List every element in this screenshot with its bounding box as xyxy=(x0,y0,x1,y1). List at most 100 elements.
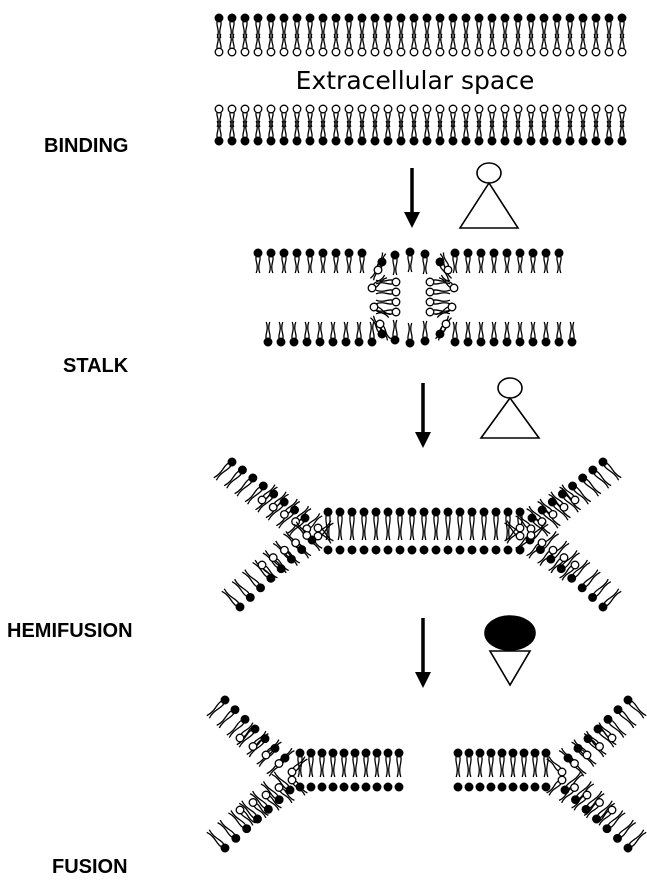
lipid-molecule xyxy=(526,13,536,39)
lipid-molecule xyxy=(528,321,538,347)
lipid-molecule xyxy=(383,507,393,541)
lipid-molecule xyxy=(431,545,441,555)
lipid-molecule xyxy=(486,748,496,778)
lipid-molecule xyxy=(467,545,477,555)
lipid-molecule xyxy=(489,321,499,347)
lipid-molecule xyxy=(375,297,401,307)
lipid-molecule xyxy=(422,104,432,128)
lipid-molecule xyxy=(435,13,445,39)
lipid-molecule xyxy=(604,33,614,57)
lipid-molecule xyxy=(359,507,369,541)
lipid-molecule xyxy=(578,104,588,128)
lipid-molecule xyxy=(268,491,289,512)
lipid-molecule xyxy=(435,33,445,57)
lipid-molecule xyxy=(216,705,240,729)
lipid-molecule xyxy=(373,252,387,275)
lipid-molecule xyxy=(306,748,316,778)
lipid-molecule xyxy=(227,33,237,57)
lipid-molecule xyxy=(571,781,595,805)
lipid-molecule xyxy=(206,695,230,719)
lipid-molecule xyxy=(541,782,551,792)
lipid-molecule xyxy=(268,553,289,574)
lipid-molecule xyxy=(515,321,525,347)
lipid-molecule xyxy=(318,13,328,39)
lipid-molecule xyxy=(613,819,637,843)
lipid-molecule xyxy=(420,249,430,275)
lipid-molecule xyxy=(474,120,484,146)
lipid-molecule xyxy=(409,13,419,39)
lipid-molecule xyxy=(425,297,451,307)
lipid-molecule xyxy=(318,33,328,57)
lipid-molecule xyxy=(390,250,400,276)
lipid-molecule xyxy=(422,13,432,39)
lipid-molecule xyxy=(347,507,357,541)
lipid-molecule xyxy=(292,33,302,57)
lipid-molecule xyxy=(578,33,588,57)
lipid-molecule xyxy=(383,33,393,57)
lipid-molecule xyxy=(240,13,250,39)
lipid-molecule xyxy=(367,321,377,347)
lipid-molecule xyxy=(383,104,393,128)
arrow-hemifusion-to-fusion xyxy=(415,618,431,688)
lipid-molecule xyxy=(486,782,496,792)
lipid-molecule xyxy=(335,545,345,555)
lipid-molecule xyxy=(248,798,269,819)
lipid-molecule xyxy=(474,13,484,39)
lipid-molecule xyxy=(371,545,381,555)
lipid-molecule xyxy=(395,507,405,541)
lipid-molecule xyxy=(227,13,237,39)
lipid-molecule xyxy=(623,829,647,853)
lipid-molecule xyxy=(557,489,581,513)
lipid-molecule xyxy=(503,545,513,555)
lipid-molecule xyxy=(223,465,247,489)
lipid-molecule xyxy=(361,782,371,792)
lipid-molecule xyxy=(253,120,263,146)
lipid-molecule xyxy=(487,13,497,39)
lipid-molecule xyxy=(357,33,367,57)
lipid-molecule xyxy=(475,748,485,778)
lipid-molecule xyxy=(344,33,354,57)
triangle-icon xyxy=(479,396,541,439)
lipid-molecule xyxy=(577,569,601,593)
lipid-molecule xyxy=(227,104,237,128)
triangle-icon xyxy=(458,181,520,229)
lipid-molecule xyxy=(504,523,525,544)
lipid-molecule xyxy=(375,319,391,341)
lipid-molecule xyxy=(526,104,536,128)
lipid-molecule xyxy=(419,545,429,555)
lipid-molecule xyxy=(328,748,338,778)
lipid-molecule xyxy=(571,739,592,760)
lipid-molecule xyxy=(287,756,308,777)
lipid-molecule xyxy=(261,790,282,811)
lipid-molecule xyxy=(292,248,302,274)
lipid-molecule xyxy=(274,747,295,768)
lipid-molecule xyxy=(409,104,419,128)
lipid-molecule xyxy=(226,714,250,738)
lipid-molecule xyxy=(439,252,453,275)
lipid-molecule xyxy=(548,553,569,574)
stage-label-binding: BINDING xyxy=(44,135,128,157)
lipid-molecule xyxy=(591,104,601,128)
lipid-molecule xyxy=(530,782,540,792)
lipid-molecule xyxy=(448,13,458,39)
lipid-molecule xyxy=(530,748,540,778)
lipid-molecule xyxy=(489,248,499,274)
lipid-molecule xyxy=(604,104,614,128)
lipid-molecule xyxy=(487,104,497,128)
lipid-molecule xyxy=(335,507,345,541)
lipid-molecule xyxy=(578,13,588,39)
lipid-molecule xyxy=(279,33,289,57)
lipid-molecule xyxy=(305,33,315,57)
lipid-molecule xyxy=(292,120,302,146)
lipid-molecule xyxy=(371,507,381,541)
lipid-molecule xyxy=(508,748,518,778)
lipid-molecule xyxy=(565,33,575,57)
lipid-molecule xyxy=(291,538,312,559)
lipid-molecule xyxy=(383,120,393,146)
lipid-molecule xyxy=(302,513,323,534)
lipid-molecule xyxy=(375,287,401,297)
lipid-molecule xyxy=(317,748,327,778)
lipid-molecule xyxy=(313,523,334,544)
lipid-molecule xyxy=(344,248,354,274)
